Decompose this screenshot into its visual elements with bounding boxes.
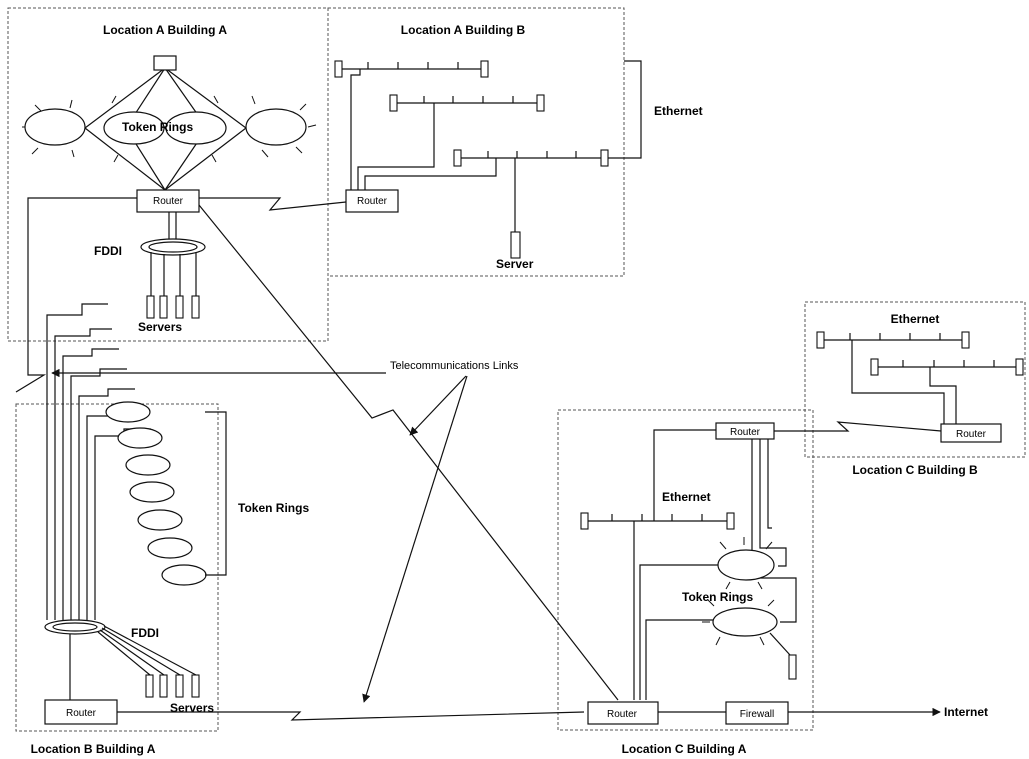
token-rings-a-label: Token Rings — [122, 120, 193, 134]
network-c-a — [580, 429, 797, 713]
token-ring-b-3 — [125, 454, 171, 476]
router-b-bldg-a-label: Router — [66, 708, 97, 719]
link-a-a-to-c-a — [198, 204, 619, 701]
location-b-building-a-title: Location B Building A — [31, 742, 156, 756]
location-c-building-a-title: Location C Building A — [622, 742, 747, 756]
router-c-bldg-b-label: Router — [956, 429, 987, 440]
wan-links — [15, 197, 942, 721]
server-b-1 — [145, 674, 154, 698]
ethernet-a-label: Ethernet — [654, 104, 703, 118]
server-a-1 — [146, 295, 155, 319]
ethernet-backbone-a — [334, 60, 642, 259]
server-ab-label: Server — [496, 257, 534, 271]
server-b-4 — [191, 674, 200, 698]
hub-a — [153, 55, 177, 71]
token-ring-b-5 — [137, 509, 183, 531]
link-a-a-to-a-b — [199, 197, 347, 211]
router-c-bldg-a-top-label: Router — [730, 427, 761, 438]
token-ring-b-1 — [105, 401, 151, 423]
location-a-building-a-title: Location A Building A — [103, 23, 227, 37]
firewall — [725, 701, 789, 725]
region-location-a-building-b — [327, 7, 625, 277]
router-a-bldg-b — [345, 189, 399, 213]
router-c-bldg-a — [587, 701, 659, 725]
server-b-3 — [175, 674, 184, 698]
router-b-bldg-a — [44, 699, 118, 725]
token-ring-a-left — [24, 108, 86, 146]
token-ring-c-1 — [717, 549, 775, 581]
router-a-bldg-a-label: Router — [153, 196, 184, 207]
ethernet-c-label: Ethernet — [662, 490, 711, 504]
ethernet-cb-label: Ethernet — [891, 312, 940, 326]
token-ring-cluster-b — [44, 303, 227, 700]
telecom-callouts — [51, 368, 468, 703]
link-a-a-to-b-a — [15, 197, 137, 393]
token-rings-c-label: Token Rings — [682, 590, 753, 604]
fddi-server-cluster-a — [140, 205, 206, 319]
servers-b-label: Servers — [170, 701, 214, 715]
servers-a-label: Servers — [138, 320, 182, 334]
firewall-label: Firewall — [740, 709, 774, 720]
internet-label: Internet — [944, 705, 988, 719]
token-ring-b-7 — [161, 564, 207, 586]
token-ring-cluster-a — [22, 67, 317, 191]
fddi-b-label: FDDI — [131, 626, 159, 640]
ethernet-c-b — [816, 331, 1024, 424]
telecommunications-links-label: Telecommunications Links — [390, 360, 519, 372]
token-ring-a-center-left — [103, 111, 165, 145]
router-c-bldg-b — [940, 423, 1002, 443]
token-ring-b-6 — [147, 537, 193, 559]
server-a-2 — [159, 295, 168, 319]
link-b-a-to-c-a — [117, 711, 585, 721]
fddi-a-label: FDDI — [94, 244, 122, 258]
region-location-c-building-b — [804, 301, 1026, 458]
token-ring-a-right — [245, 108, 307, 146]
token-ring-b-4 — [129, 481, 175, 503]
token-ring-a-center-right — [165, 111, 227, 145]
router-a-bldg-a — [136, 189, 200, 213]
link-c-a-to-c-b — [774, 421, 942, 432]
server-b-2 — [159, 674, 168, 698]
server-a-3 — [175, 295, 184, 319]
token-ring-b-2 — [117, 427, 163, 449]
token-rings-b-label: Token Rings — [238, 501, 309, 515]
location-a-building-b-title: Location A Building B — [401, 23, 526, 37]
token-ring-c-2 — [712, 607, 778, 637]
server-c — [788, 654, 797, 680]
router-a-bldg-b-label: Router — [357, 196, 388, 207]
server-a-4 — [191, 295, 200, 319]
location-c-building-b-title: Location C Building B — [852, 463, 978, 477]
router-c-bldg-a-label: Router — [607, 709, 638, 720]
region-location-c-building-a — [557, 409, 814, 731]
server-ab — [510, 231, 521, 259]
